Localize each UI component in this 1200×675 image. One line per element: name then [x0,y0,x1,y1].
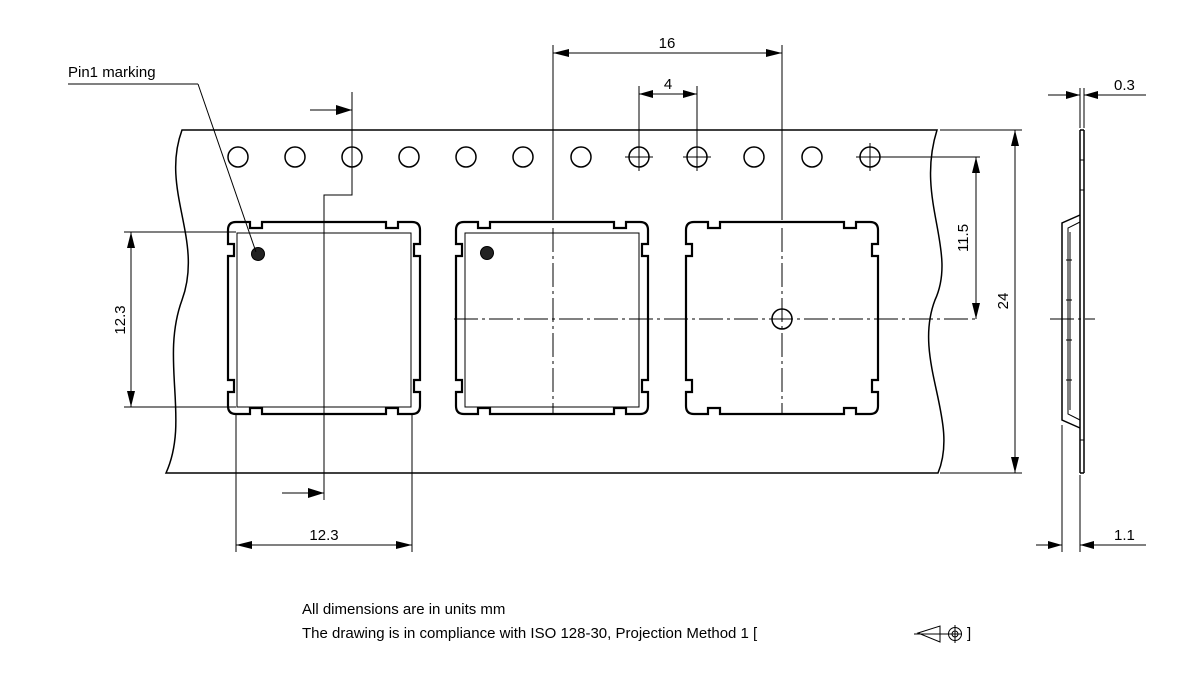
dim-tape-width: 24 [940,129,1022,474]
notes: All dimensions are in units mm The drawi… [302,601,971,643]
pin1-leader: Pin1 marking [68,64,257,253]
dim-thickness-bottom: 1.1 [1036,425,1146,552]
sprocket-hole [284,146,306,168]
sprocket-hole [512,146,534,168]
sprocket-hole [455,146,477,168]
dim-pocket-width: 12.3 [235,414,413,552]
dim-pitch-value: 16 [659,35,676,52]
component-body [464,232,640,408]
dim-pocket-height: 12.3 [112,231,236,408]
dim-hole-to-center: 11.5 [884,156,980,319]
sprocket-hole [801,146,823,168]
note-iso-prefix: The drawing is in compliance with ISO 12… [302,625,758,642]
dim-hole-to-center-value: 11.5 [955,224,972,252]
dim-thickness-top: 0.3 [1048,77,1146,128]
note-units: All dimensions are in units mm [302,601,505,618]
section-cut [282,92,353,500]
dim-pitch: 16 [552,35,783,220]
pin1-dot [480,246,494,260]
sprocket-hole [570,146,592,168]
pin1-dot [251,247,265,261]
dim-hole-pitch: 4 [638,76,698,143]
dim-pocket-width-value: 12.3 [309,527,338,544]
sprocket-hole [398,146,420,168]
dim-thickness-top-value: 0.3 [1114,77,1135,94]
pin1-label: Pin1 marking [68,64,156,81]
side-view [1050,129,1095,474]
dim-hole-pitch-value: 4 [664,76,672,93]
pocket-2 [454,220,650,416]
dim-thickness-bottom-value: 1.1 [1114,527,1135,544]
projection-method-icon [914,625,962,643]
sprocket-hole [227,146,249,168]
sprocket-holes [227,143,884,171]
dim-pocket-height-value: 12.3 [112,305,129,334]
sprocket-hole [743,146,765,168]
note-iso-suffix: ] [967,625,971,642]
carrier-tape [164,129,945,474]
dim-tape-width-value: 24 [995,293,1012,310]
